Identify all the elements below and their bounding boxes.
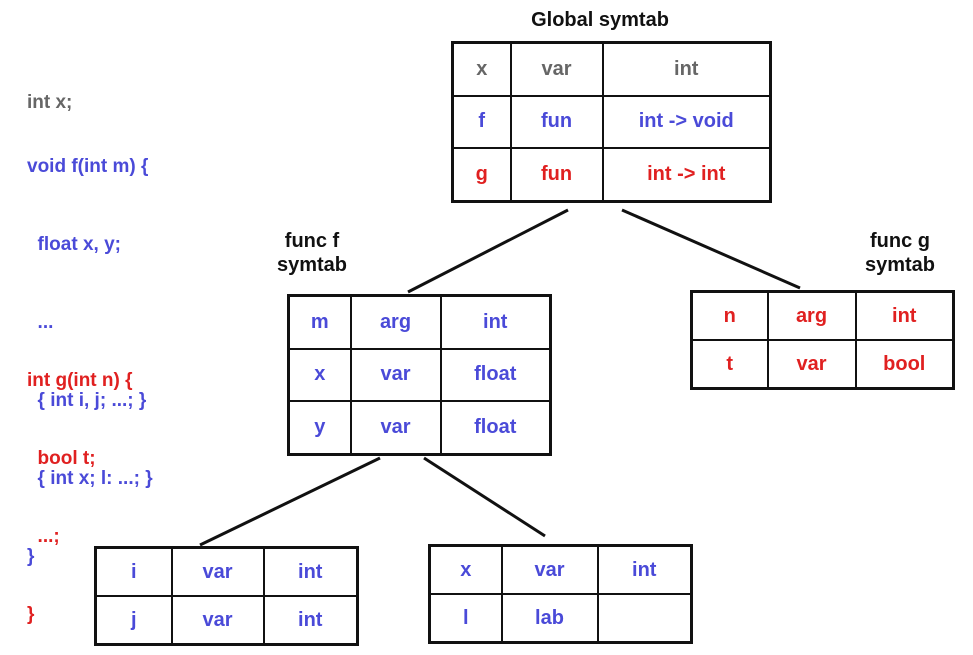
table-cell: int xyxy=(262,546,359,597)
table-cell: var xyxy=(349,347,442,403)
label-line: symtab xyxy=(276,254,348,276)
table-cell: n xyxy=(690,290,769,341)
table-cell: arg xyxy=(766,290,857,341)
table-cell: bool xyxy=(854,339,955,390)
code-panel: int x; xyxy=(27,38,72,142)
code-block-f: void f(int m) { float x, y; ... { int i,… xyxy=(27,102,153,596)
table-cell: fun xyxy=(509,94,604,150)
table-row: g fun int -> int xyxy=(451,147,772,203)
table-row: y var float xyxy=(287,400,552,456)
table-cell: var xyxy=(766,339,857,390)
code-line: } xyxy=(27,604,35,625)
table-cell: int xyxy=(596,544,693,595)
table-row: x var float xyxy=(287,347,552,403)
table-row: f fun int -> void xyxy=(451,94,772,150)
table-cell: var xyxy=(509,41,604,97)
table-cell: float xyxy=(439,400,552,456)
global-symtab-table: x var int f fun int -> void g fun int ->… xyxy=(451,41,772,203)
table-cell: y xyxy=(287,400,352,456)
table-cell xyxy=(596,593,693,644)
code-line: float x, y; xyxy=(27,234,121,255)
edge-f-to-block2 xyxy=(423,456,546,538)
table-cell: g xyxy=(451,147,512,203)
code-line: ... xyxy=(27,312,54,333)
table-cell: l xyxy=(428,593,503,644)
table-row: x var int xyxy=(428,544,693,595)
table-cell: x xyxy=(451,41,512,97)
code-line-global: int x; xyxy=(27,92,73,113)
table-cell: lab xyxy=(500,593,599,644)
table-row: n arg int xyxy=(690,290,955,341)
table-cell: j xyxy=(94,595,173,646)
func-g-symtab-label: func g symtab xyxy=(850,229,950,277)
table-cell: i xyxy=(94,546,173,597)
block2-symtab-table: x var int l lab xyxy=(428,544,693,644)
edge-f-to-block1 xyxy=(199,456,381,547)
edge-global-to-f xyxy=(407,208,569,294)
table-cell: f xyxy=(451,94,512,150)
table-row: j var int xyxy=(94,595,359,646)
code-line: void f(int m) { xyxy=(27,156,149,177)
label-line: func f xyxy=(284,230,340,252)
label-line: symtab xyxy=(864,254,936,276)
table-cell: fun xyxy=(509,147,604,203)
table-cell: var xyxy=(500,544,599,595)
block1-symtab-table: i var int j var int xyxy=(94,546,359,646)
table-row: m arg int xyxy=(287,294,552,350)
code-line: ...; xyxy=(27,526,60,547)
func-f-symtab-label: func f symtab xyxy=(262,229,362,277)
global-symtab-label: Global symtab xyxy=(531,9,669,31)
table-cell: arg xyxy=(349,294,442,350)
table-cell: int -> int xyxy=(601,147,772,203)
edge-global-to-g xyxy=(621,208,801,290)
table-cell: var xyxy=(170,595,265,646)
table-row: i var int xyxy=(94,546,359,597)
table-cell: x xyxy=(287,347,352,403)
table-cell: var xyxy=(349,400,442,456)
code-line: } xyxy=(27,546,35,567)
func-f-symtab-table: m arg int x var float y var float xyxy=(287,294,552,456)
label-line: func g xyxy=(870,230,930,252)
code-line: int g(int n) { xyxy=(27,370,133,391)
table-cell: int xyxy=(854,290,955,341)
table-row: l lab xyxy=(428,593,693,644)
table-cell: int xyxy=(601,41,772,97)
table-row: x var int xyxy=(451,41,772,97)
table-cell: int -> void xyxy=(601,94,772,150)
table-cell: m xyxy=(287,294,352,350)
code-line: { int i, j; ...; } xyxy=(27,390,147,411)
code-line: { int x; l: ...; } xyxy=(27,468,153,489)
table-cell: x xyxy=(428,544,503,595)
code-line: bool t; xyxy=(27,448,96,469)
table-cell: var xyxy=(170,546,265,597)
func-g-symtab-table: n arg int t var bool xyxy=(690,290,955,390)
table-cell: t xyxy=(690,339,769,390)
code-block-g: int g(int n) { bool t; ...; } xyxy=(27,316,133,654)
table-row: t var bool xyxy=(690,339,955,390)
table-cell: int xyxy=(439,294,552,350)
table-cell: float xyxy=(439,347,552,403)
table-cell: int xyxy=(262,595,359,646)
